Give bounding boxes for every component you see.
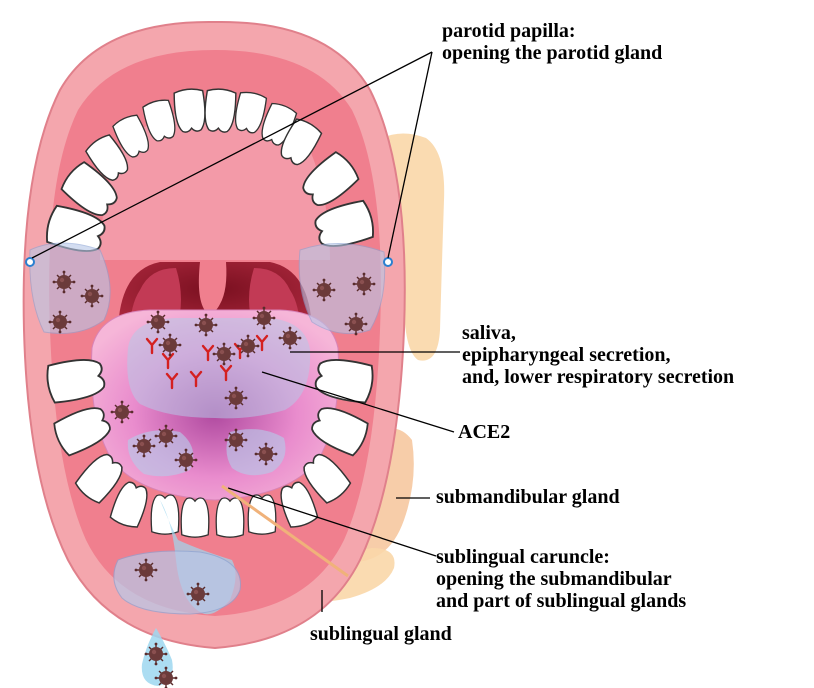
label-submandibular-line1: submandibular gland xyxy=(436,486,620,508)
parotid-papilla-left xyxy=(26,258,34,266)
label-saliva: saliva, epipharyngeal secretion, and, lo… xyxy=(462,322,734,388)
label-saliva-line1: saliva, xyxy=(462,322,734,344)
label-saliva-line3: and, lower respiratory secretion xyxy=(462,366,734,388)
parotid-papilla-right xyxy=(384,258,392,266)
label-caruncle-line3: and part of sublingual glands xyxy=(436,590,686,612)
label-submandibular-gland: submandibular gland xyxy=(436,486,620,508)
label-ace2-line1: ACE2 xyxy=(458,421,510,443)
saliva-pool-chin xyxy=(114,551,241,614)
label-sublingual-line1: sublingual gland xyxy=(310,623,452,645)
label-parotid-papilla: parotid papilla: opening the parotid gla… xyxy=(442,20,662,64)
label-sublingual-caruncle: sublingual caruncle: opening the submand… xyxy=(436,546,686,612)
label-parotid-line2: opening the parotid gland xyxy=(442,42,662,64)
label-ace2: ACE2 xyxy=(458,421,510,443)
label-parotid-line1: parotid papilla: xyxy=(442,20,662,42)
label-caruncle-line2: opening the submandibular xyxy=(436,568,686,590)
label-sublingual-gland: sublingual gland xyxy=(310,623,452,645)
tongue-saliva-film xyxy=(127,318,310,418)
label-caruncle-line1: sublingual caruncle: xyxy=(436,546,686,568)
label-saliva-line2: epipharyngeal secretion, xyxy=(462,344,734,366)
saliva-cheek-right xyxy=(299,243,385,333)
